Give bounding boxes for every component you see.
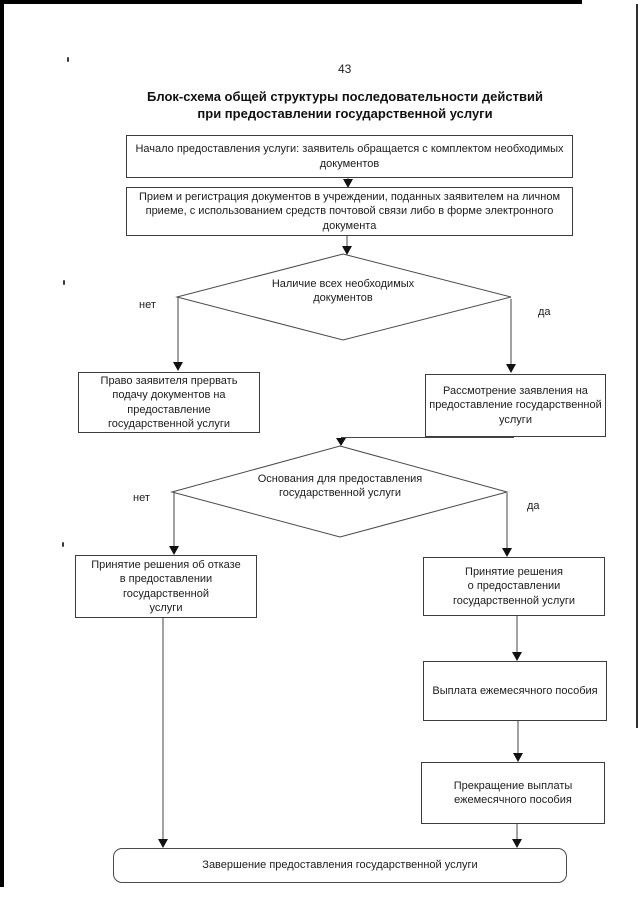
decision-documents-diamond: [175, 253, 512, 341]
decision-grounds-text: Основания для предоставления государстве…: [210, 472, 470, 501]
scan-speck: [63, 280, 65, 285]
arrowhead-into-grant: [502, 548, 512, 557]
arrowhead-into-termination: [513, 753, 523, 762]
node-monthly-payment: Выплата ежемесячного пособия: [423, 661, 607, 721]
node-payment-termination: Прекращение выплаты ежемесячного пособия: [421, 762, 605, 824]
decision-grounds-diamond: [170, 445, 509, 538]
decision-documents-label: Наличие всех необходимых документов: [271, 278, 415, 305]
node-refusal-decision: Принятие решения об отказе в предоставле…: [75, 555, 257, 618]
node-interrupt-submission: Право заявителя прервать подачу документ…: [78, 372, 260, 433]
page-title: Блок-схема общей структуры последователь…: [147, 89, 543, 121]
node-finish-label: Завершение предоставления государственно…: [202, 859, 478, 872]
page-top-border: [0, 0, 582, 4]
arrowhead-into-interrupt: [173, 362, 183, 371]
decision-grounds-label: Основания для предоставления государстве…: [257, 473, 423, 500]
node-interrupt-submission-label: Право заявителя прервать подачу документ…: [100, 374, 238, 430]
node-grant-decision: Принятие решения о предоставлении госуда…: [423, 557, 605, 616]
arrowhead-into-finish-left: [158, 839, 168, 848]
node-reception-label: Прием и регистрация документов в учрежде…: [138, 191, 561, 232]
node-payment-termination-label: Прекращение выплаты ежемесячного пособия: [453, 779, 573, 806]
page-number: 43: [338, 62, 352, 76]
arrowhead-into-refusal: [169, 546, 179, 555]
scan-speck: [67, 57, 69, 62]
node-grant-decision-label: Принятие решения о предоставлении госуда…: [453, 566, 575, 607]
arrowhead-into-decision1: [342, 246, 352, 255]
node-finish: Завершение предоставления государственно…: [113, 848, 567, 883]
branch-label-yes-2: да: [527, 500, 540, 512]
branch-label-yes-1: да: [538, 306, 551, 318]
node-review-application-label: Рассмотрение заявления на предоставление…: [429, 385, 602, 426]
node-refusal-decision-label: Принятие решения об отказе в предоставле…: [91, 558, 241, 614]
node-start-label: Начало предоставления услуги: заявитель …: [135, 143, 564, 170]
arrowhead-into-payment: [512, 652, 522, 661]
page-left-border: [0, 0, 4, 887]
arrowhead-into-review: [506, 364, 516, 373]
node-start: Начало предоставления услуги: заявитель …: [126, 135, 573, 178]
page-right-border: [636, 4, 638, 728]
scan-speck: [62, 542, 64, 547]
arrowhead-into-finish-right: [512, 839, 522, 848]
node-review-application: Рассмотрение заявления на предоставление…: [425, 374, 606, 437]
branch-label-no-1: нет: [139, 299, 156, 311]
branch-label-no-2: нет: [133, 492, 150, 504]
decision-documents-text: Наличие всех необходимых документов: [213, 277, 473, 306]
arrowhead-into-reception: [343, 179, 353, 188]
node-monthly-payment-label: Выплата ежемесячного пособия: [432, 684, 598, 697]
node-reception: Прием и регистрация документов в учрежде…: [126, 187, 573, 236]
arrowhead-into-decision2: [336, 438, 346, 446]
